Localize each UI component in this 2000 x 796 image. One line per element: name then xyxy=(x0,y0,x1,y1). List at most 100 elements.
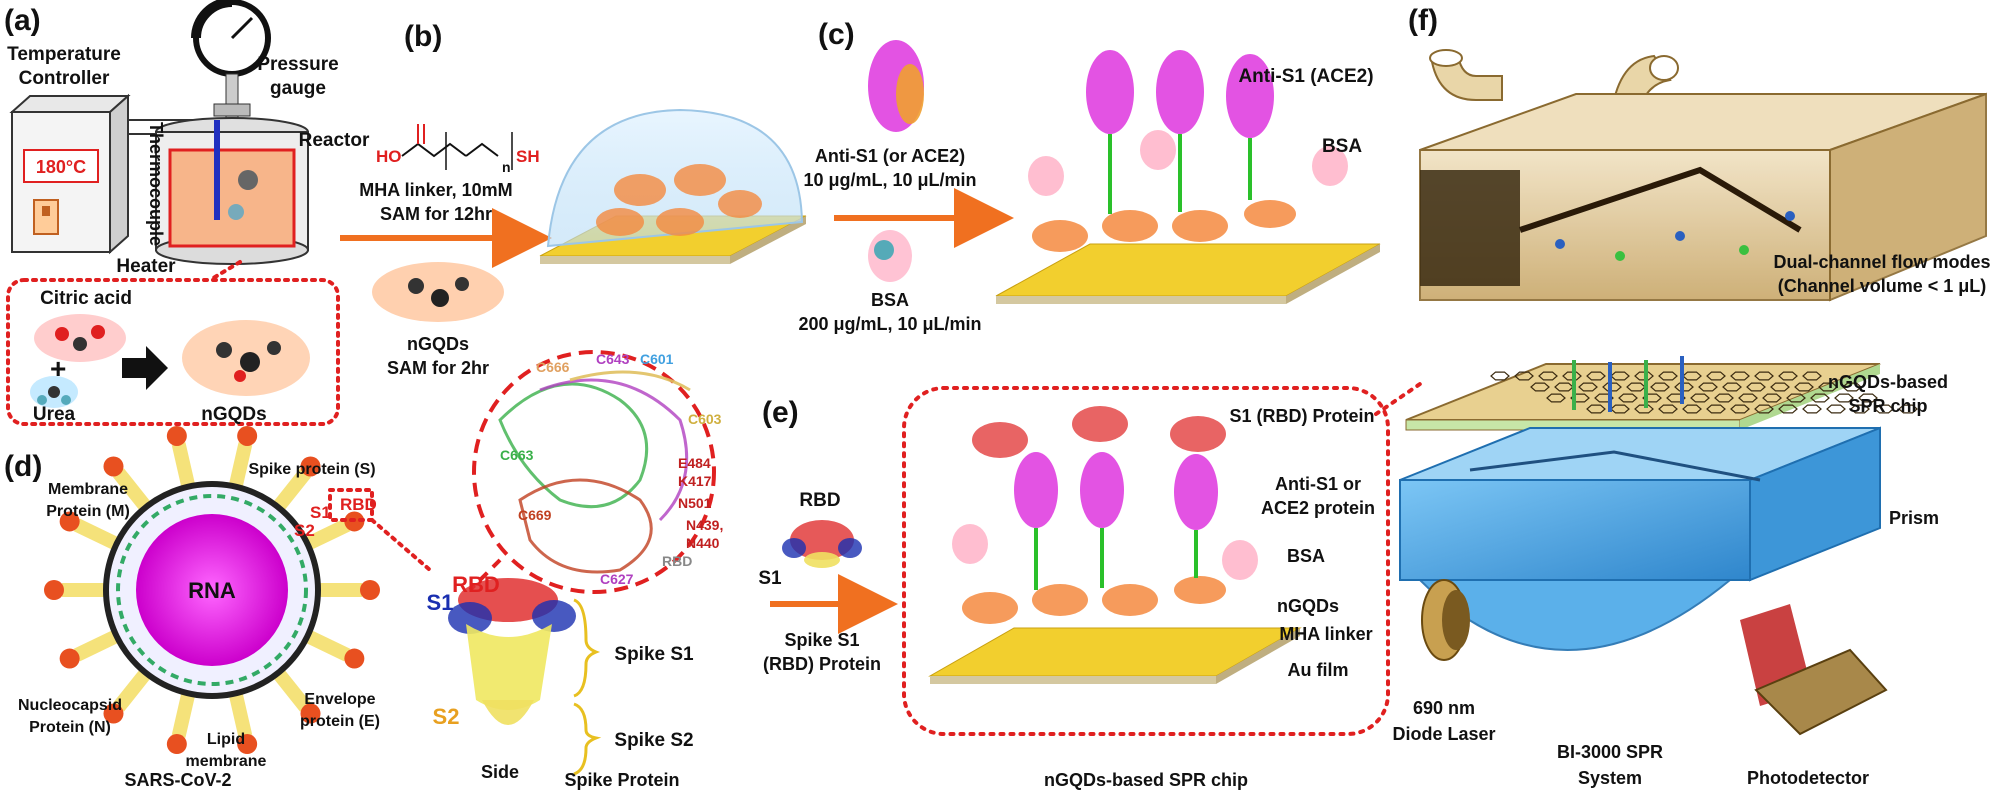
spike-stem xyxy=(113,666,153,712)
s2-label-d: S2 xyxy=(294,521,315,540)
au-film-label: Au film xyxy=(1288,660,1349,680)
laser-label-2: Diode Laser xyxy=(1392,724,1495,744)
inlet-tube xyxy=(1430,54,1503,101)
hex-cell xyxy=(1578,382,1598,392)
hex-cell xyxy=(1778,371,1798,381)
spike-rbd-label: RBD xyxy=(452,572,500,597)
spike-cap xyxy=(237,425,258,446)
hex-cell xyxy=(1714,393,1734,403)
hex-cell xyxy=(1730,371,1750,381)
label-rbd-small: RBD xyxy=(662,553,692,569)
rbd-label-e: RBD xyxy=(799,490,840,511)
membrane-protein-label-2: Protein (M) xyxy=(46,503,130,520)
hex-cell xyxy=(1754,404,1774,414)
hex-cell xyxy=(1634,404,1654,414)
hex-cell xyxy=(1706,404,1726,414)
spr-system-label-1: BI-3000 SPR xyxy=(1557,742,1663,762)
pressure-gauge-label-2: gauge xyxy=(270,78,326,99)
temperature-controller-box: 180°C xyxy=(9,93,131,255)
chip-e xyxy=(928,406,1302,684)
hex-cell xyxy=(1530,382,1550,392)
panel-a: (a) Temperature Controller 180°C Pressur… xyxy=(4,0,370,426)
spr-system-label-2: System xyxy=(1578,768,1642,788)
chip-f-label-1: nGQDs-based xyxy=(1828,372,1948,392)
hex-cell xyxy=(1586,371,1606,381)
hex-cell xyxy=(1826,404,1846,414)
chip-caption-e: nGQDs-based SPR chip xyxy=(1044,770,1248,790)
hex-cell xyxy=(1850,404,1870,414)
panel-label-f: (f) xyxy=(1408,4,1438,37)
virus-name-label: SARS-CoV-2 xyxy=(124,770,231,790)
s1-label-e: S1 xyxy=(758,568,782,589)
citric-acid-label: Citric acid xyxy=(40,288,132,309)
hex-cell xyxy=(1674,382,1694,392)
hex-cell xyxy=(1642,393,1662,403)
chip-with-dome xyxy=(539,108,807,264)
hex-cell xyxy=(1834,393,1854,403)
reactor-label: Reactor xyxy=(299,130,370,151)
lipid-membrane-label-1: Lipid xyxy=(207,731,245,748)
nucleocapsid-label-2: Protein (N) xyxy=(29,719,111,736)
photodetector-label: Photodetector xyxy=(1747,768,1869,788)
hex-cell xyxy=(1786,393,1806,403)
envelope-label-2: protein (E) xyxy=(300,713,380,730)
chip-f-label-2: SPR chip xyxy=(1848,396,1927,416)
hex-cell xyxy=(1778,404,1798,414)
ngqds-label-a: nGQDs xyxy=(201,404,266,425)
hex-cell xyxy=(1514,371,1534,381)
spike-s2-body xyxy=(466,624,552,710)
spike-stem xyxy=(73,518,122,552)
hex-cell xyxy=(1818,382,1838,392)
spike-s2-label: S2 xyxy=(433,704,460,729)
spike-structure: C666 C643 C601 C603 C663 C669 C627 E484 … xyxy=(427,350,723,790)
bsa-text-2: 200 μg/mL, 10 μL/min xyxy=(798,314,981,334)
hex-cell xyxy=(1490,371,1510,381)
label-n439: N439, xyxy=(686,517,723,533)
rbd-highlight-box xyxy=(328,488,374,522)
hex-cell xyxy=(1602,382,1622,392)
panel-d: (d) RNA Membrane Protein (M) Spike prote… xyxy=(4,425,432,790)
label-k417: K417 xyxy=(678,473,712,489)
synthesis-inset-border xyxy=(6,278,340,426)
hex-cell xyxy=(1794,382,1814,392)
label-c601: C601 xyxy=(640,351,674,367)
hex-cell xyxy=(1730,404,1750,414)
chip-detail-border xyxy=(902,386,1390,736)
hex-cell xyxy=(1746,382,1766,392)
hex-cell xyxy=(1562,371,1582,381)
anti-s1-text-1: Anti-S1 (or ACE2) xyxy=(815,146,965,166)
reaction-arrow xyxy=(122,346,168,390)
flow-modes-label-2: (Channel volume < 1 μL) xyxy=(1778,276,1987,296)
hex-cell xyxy=(1754,371,1774,381)
panel-label-e: (e) xyxy=(762,396,799,429)
mha-linker-text-1: MHA linker, 10mM xyxy=(359,180,512,200)
reactor-vessel xyxy=(155,117,309,265)
s1-label-d: S1 xyxy=(310,503,331,522)
hex-cell xyxy=(1650,382,1670,392)
anti-s1-ace2-label: Anti-S1 (ACE2) xyxy=(1238,66,1373,87)
hex-cell xyxy=(1698,382,1718,392)
step-e-text-2: (RBD) Protein xyxy=(763,654,881,674)
hex-cell xyxy=(1634,371,1654,381)
hex-cell xyxy=(1842,382,1862,392)
hex-cell xyxy=(1810,393,1830,403)
panel-label-b: (b) xyxy=(404,20,442,53)
chip-c xyxy=(995,50,1381,304)
anti-s1-label-e-2: ACE2 protein xyxy=(1261,498,1375,518)
label-c643: C643 xyxy=(596,351,630,367)
spike-cap xyxy=(166,425,187,446)
spike-cap xyxy=(59,648,80,669)
hex-cell xyxy=(1770,382,1790,392)
step-e-text-1: Spike S1 xyxy=(784,630,859,650)
spike-cap xyxy=(300,456,321,477)
spike-cap xyxy=(103,703,124,724)
panel-label-d: (d) xyxy=(4,450,42,483)
label-n501: N501 xyxy=(678,495,712,511)
hex-cell xyxy=(1618,393,1638,403)
flow-modes-label-1: Dual-channel flow modes xyxy=(1773,252,1990,272)
label-e484: E484 xyxy=(678,455,711,471)
panel-c: (c) Anti-S1 (or ACE2) 10 μg/mL, 10 μL/mi… xyxy=(798,18,1381,334)
hex-cell xyxy=(1586,404,1606,414)
hex-cell xyxy=(1690,393,1710,403)
